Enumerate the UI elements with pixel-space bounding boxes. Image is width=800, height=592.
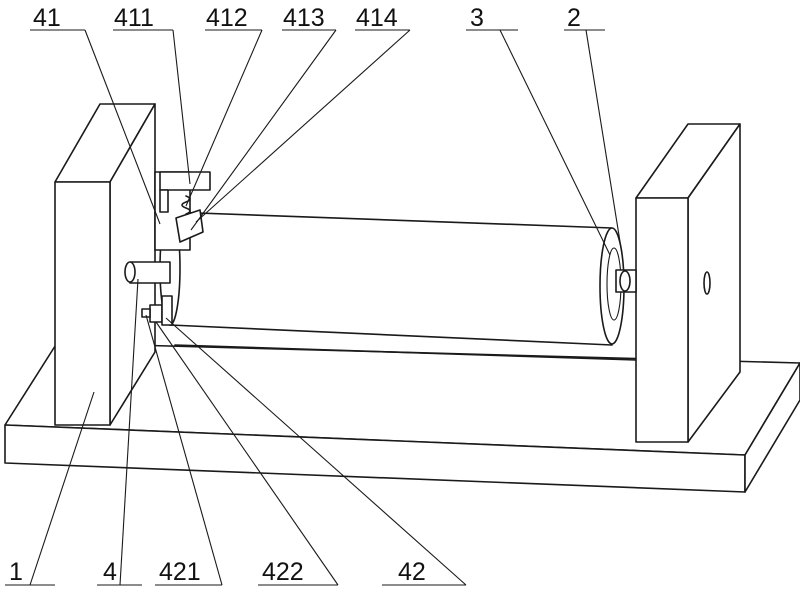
shaft-left — [125, 262, 170, 283]
label-4: 4 — [103, 558, 117, 586]
clamp-block — [162, 296, 172, 325]
label-422: 422 — [262, 558, 304, 586]
label-2: 2 — [567, 4, 581, 32]
mounting-hole — [704, 272, 710, 294]
label-3: 3 — [470, 4, 484, 32]
right-support-block — [636, 124, 740, 442]
roller-body — [160, 211, 624, 345]
label-42: 42 — [398, 558, 426, 586]
label-412: 412 — [206, 4, 248, 32]
bracket-top-block — [160, 172, 210, 190]
label-413: 413 — [283, 4, 325, 32]
label-1: 1 — [9, 558, 23, 586]
shaft-right — [616, 270, 636, 292]
label-411: 411 — [114, 4, 154, 32]
label-41: 41 — [33, 4, 61, 32]
label-414: 414 — [356, 4, 398, 32]
label-421: 421 — [159, 558, 201, 586]
clamp-nut — [150, 305, 162, 322]
